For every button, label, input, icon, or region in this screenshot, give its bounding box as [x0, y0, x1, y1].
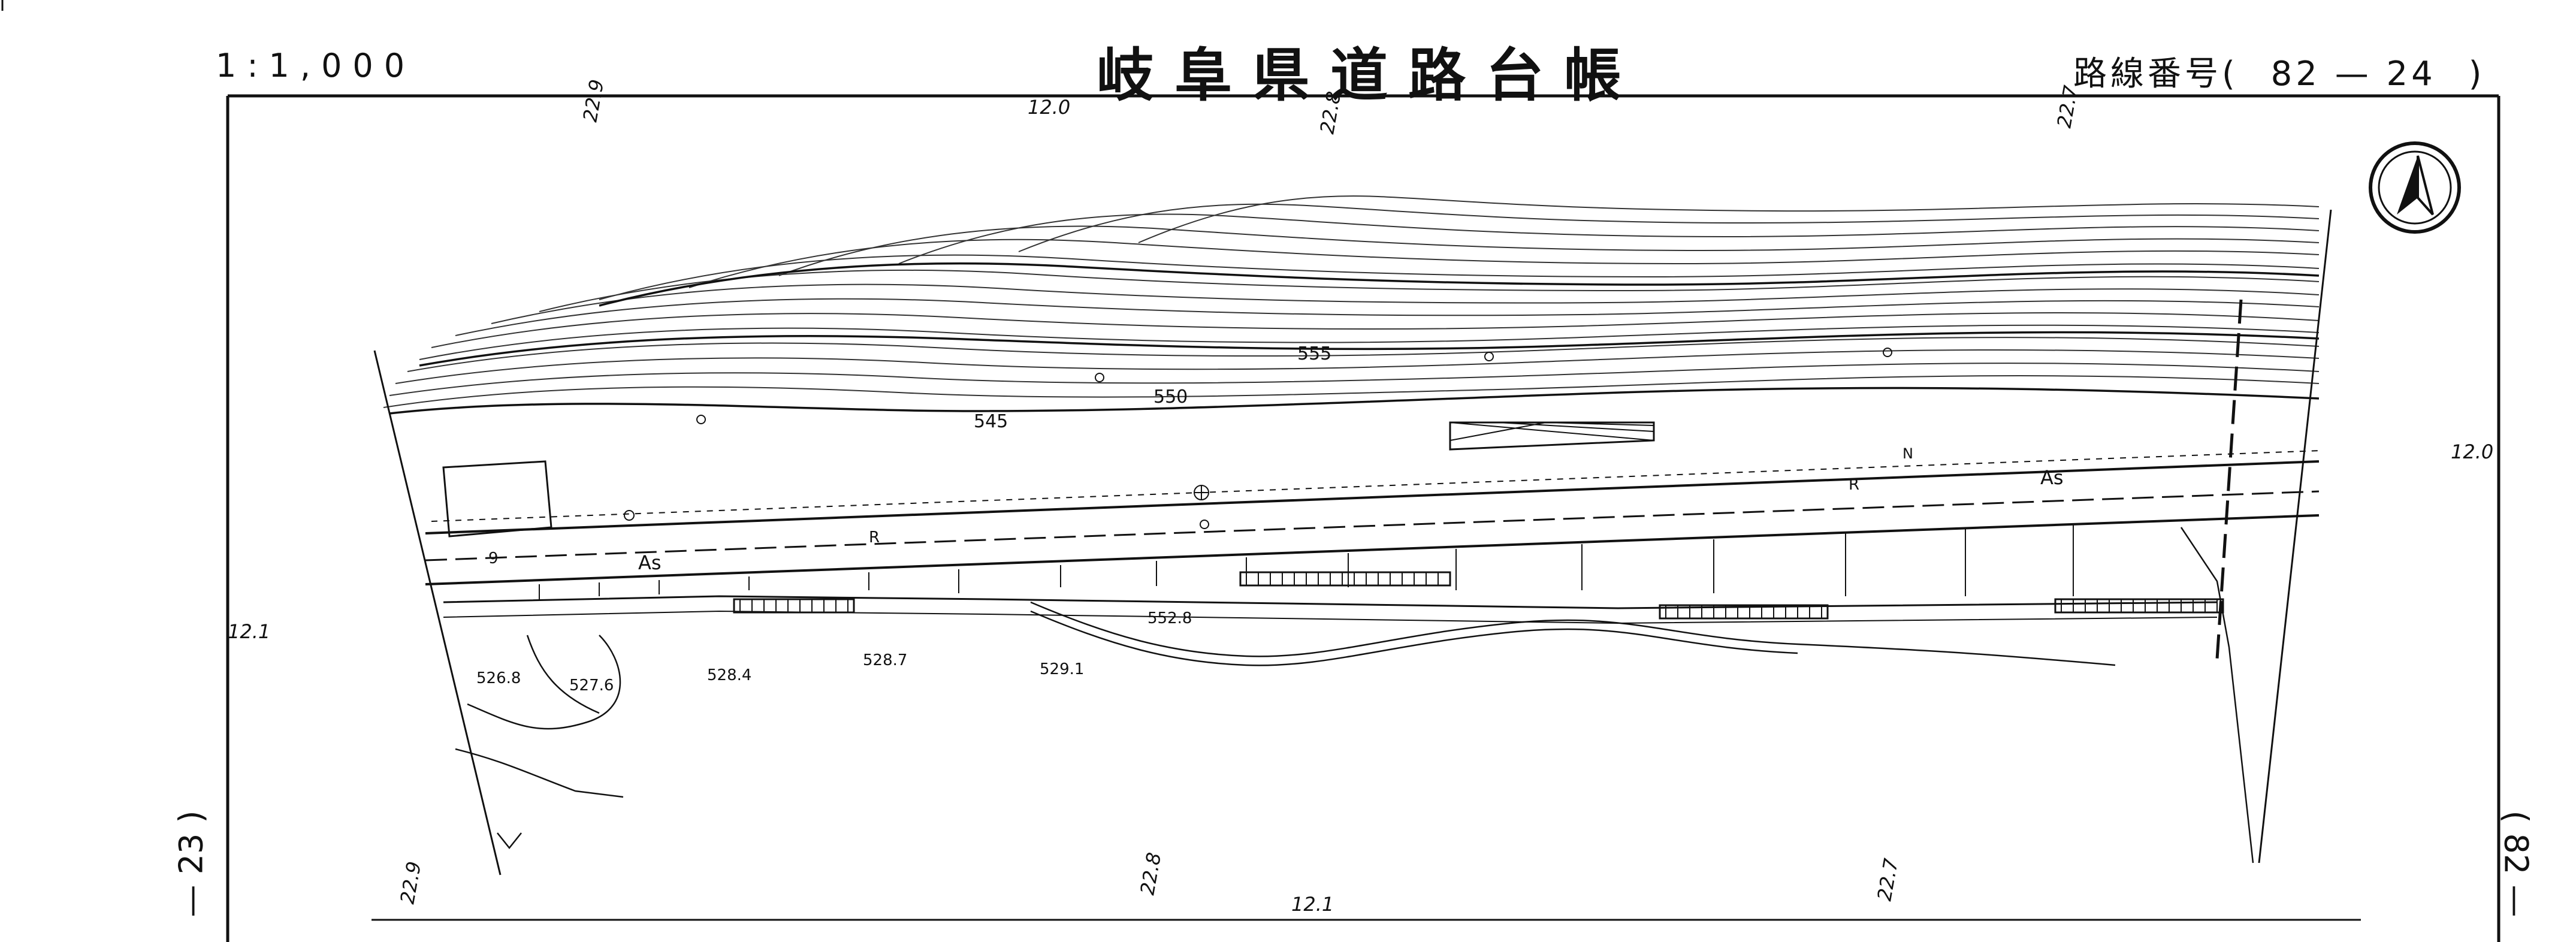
road-annotations: As As R R 9 N: [488, 445, 2064, 574]
station-mark: 22.9: [578, 78, 608, 124]
pavement-label: As: [638, 551, 662, 574]
elevation: 526.8: [476, 669, 521, 687]
river-banks: [455, 527, 2254, 864]
road-body: [425, 421, 2320, 624]
station-mark: 12.0: [2451, 440, 2493, 463]
road-mark: R: [1849, 476, 1859, 494]
contour-label-group: 555 550 545: [974, 343, 1331, 432]
station-mark: 22.7: [2052, 83, 2082, 129]
station-mark: 12.0: [1028, 96, 1070, 119]
route-number: 82 — 24: [2270, 55, 2436, 93]
route-close: ): [2468, 55, 2486, 93]
elevation: 529.1: [1040, 660, 1084, 678]
station-mark: 22.7: [1873, 856, 1902, 902]
station-mark: 12.1: [228, 620, 270, 643]
map-scale: 1:1,000: [216, 47, 416, 84]
page-title: 岐阜県道路台帳: [1097, 42, 1642, 109]
road-mark: N: [1902, 445, 1913, 462]
station-mark: 12.1: [1291, 893, 1334, 916]
road-mark: R: [869, 529, 880, 547]
north-arrow-icon: [2369, 141, 2461, 234]
route-number-label: 路線番号( 82 — 24 ): [2073, 47, 2485, 95]
contour-label: 550: [1153, 387, 1188, 407]
map-symbols: [624, 348, 1892, 529]
contour-lines: [383, 195, 2320, 408]
pavement-label: As: [2040, 466, 2064, 489]
contour-label: 555: [1297, 343, 1331, 364]
station-mark: 22.9: [395, 860, 425, 906]
road-mark: 9: [488, 550, 499, 567]
elevation: 528.7: [863, 651, 907, 669]
sheet-boundaries: [373, 209, 2332, 875]
contour-index-lines: [389, 262, 2320, 415]
road-slope-ticks: [539, 524, 2074, 599]
route-label: 路線番号(: [2073, 55, 2239, 93]
elevation: 528.4: [707, 666, 751, 684]
wall-hatching: [739, 572, 2218, 618]
contour-label: 545: [974, 411, 1008, 432]
elevation: 552.8: [1147, 609, 1192, 627]
elevation: 527.6: [569, 677, 614, 695]
map-frame: [1, 0, 2500, 942]
spot-elevations: 552.8 526.8 527.6 528.4 528.7 529.1: [476, 609, 1192, 695]
station-mark: 22.8: [1136, 851, 1165, 897]
retaining-walls: [733, 571, 2224, 620]
